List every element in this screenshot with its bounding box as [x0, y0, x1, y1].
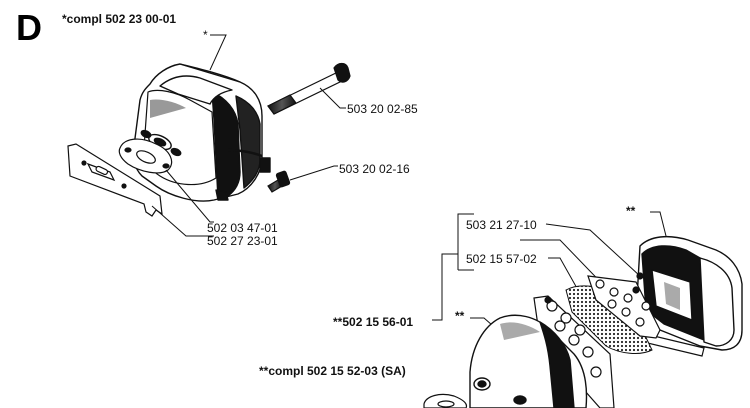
spark-screen-b [565, 285, 653, 354]
assembly-a-title: *compl 502 23 00-01 [62, 12, 177, 26]
bracket-b [432, 213, 474, 321]
part-b-1: 503 21 27-10 [466, 218, 537, 232]
leaders-b [470, 211, 669, 333]
gasket-plate-a [67, 143, 163, 217]
gasket-b [423, 393, 468, 408]
section-letter: D [16, 7, 42, 48]
screw-a [267, 170, 291, 193]
gasket-plate-b [533, 295, 615, 408]
bolt-a [267, 62, 351, 115]
part-gasket-a-1: 502 03 47-01 [207, 221, 278, 235]
leader-screw-a [289, 165, 338, 181]
leader-star-a [209, 34, 227, 71]
assembly-b-star-cover: ** [626, 204, 636, 218]
muffler-body-a [132, 63, 271, 202]
leader-bolt-a [319, 87, 346, 109]
assembly-a-star: * [203, 28, 208, 42]
leaders-gaskets-a [151, 169, 214, 237]
part-b-2: 502 15 57-02 [466, 252, 537, 266]
part-gasket-a-2: 502 27 23-01 [207, 234, 278, 248]
assembly-b-star-muffler: ** [455, 309, 465, 323]
assembly-b-group: **502 15 56-01 [333, 315, 414, 329]
gasket-a [118, 138, 173, 174]
muffler-body-b [469, 314, 588, 408]
cover-b [635, 235, 743, 351]
plate-b [587, 272, 661, 339]
part-bolt-a: 503 20 02-85 [347, 102, 418, 116]
part-screw-a: 503 20 02-16 [339, 162, 410, 176]
assembly-b-compl-title: **compl 502 15 52-03 (SA) [259, 364, 406, 378]
